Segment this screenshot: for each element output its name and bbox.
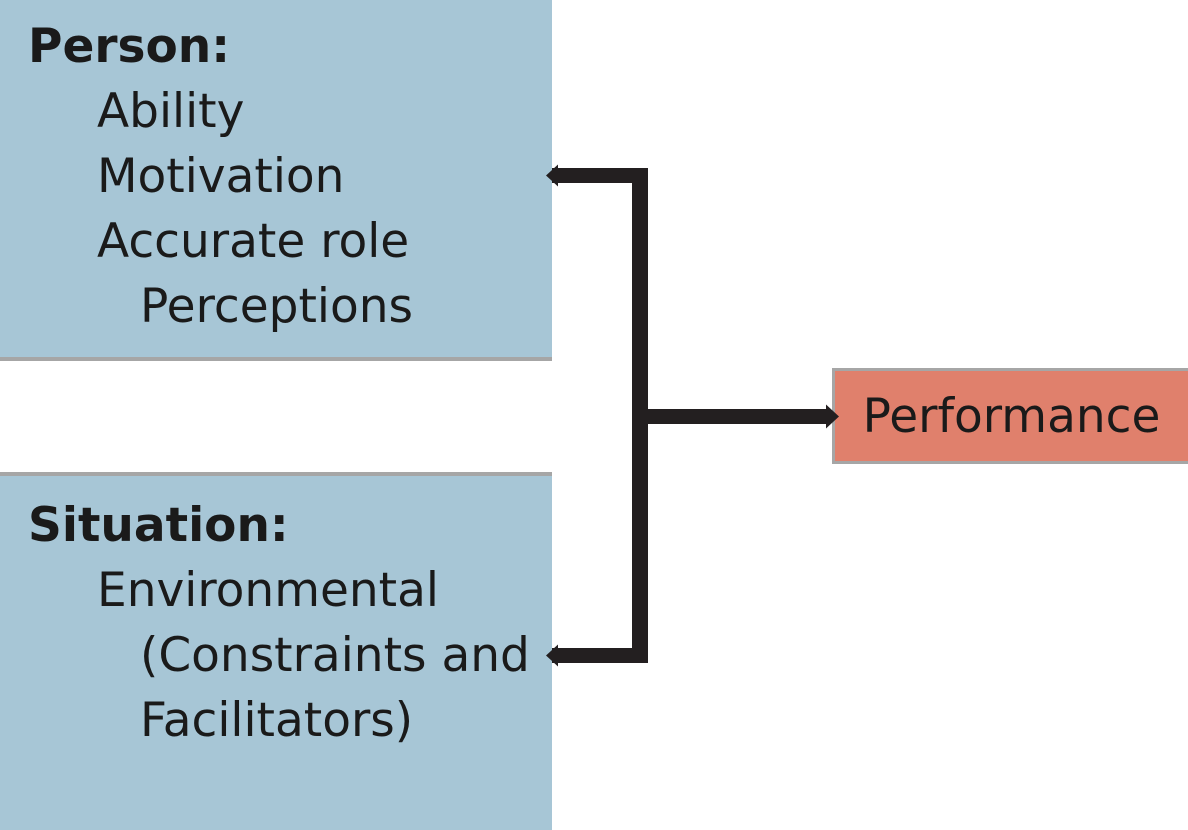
- person-item-perceptions: Perceptions: [140, 279, 413, 334]
- situation-item-facilitators: Facilitators): [140, 693, 414, 748]
- person-item-motivation: Motivation: [97, 149, 345, 204]
- situation-box-title: Situation:: [28, 498, 289, 553]
- performance-box: Performance: [832, 368, 1188, 464]
- situation-item-constraints: (Constraints and: [140, 628, 530, 683]
- person-box: Person: Ability Motivation Accurate role…: [0, 0, 552, 361]
- performance-box-label: Performance: [862, 388, 1161, 444]
- situation-item-environmental: Environmental: [97, 563, 439, 618]
- person-item-ability: Ability: [97, 84, 245, 139]
- person-item-accurate-role: Accurate role: [97, 214, 410, 269]
- situation-box: Situation: Environmental (Constraints an…: [0, 472, 552, 830]
- person-box-title: Person:: [28, 19, 231, 74]
